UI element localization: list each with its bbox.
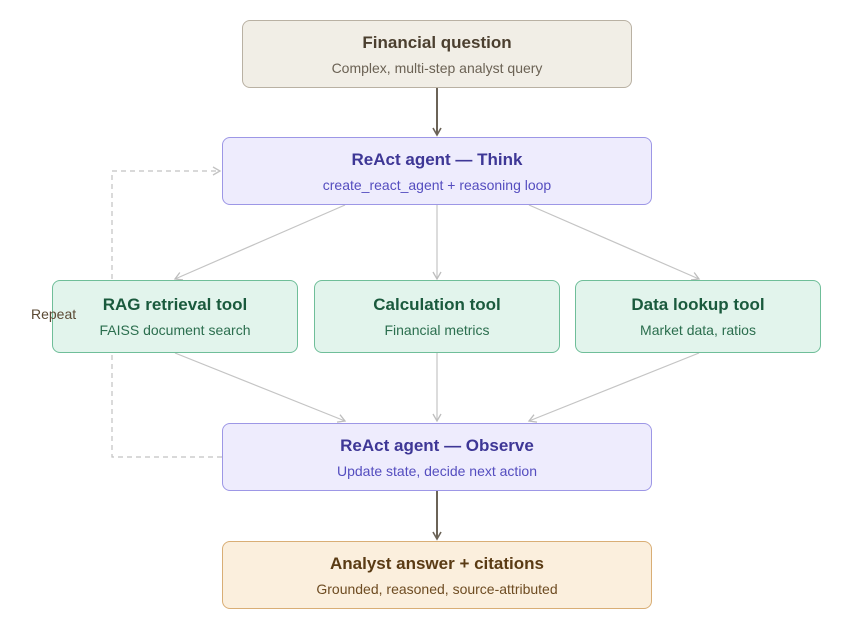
node-title: ReAct agent — Think xyxy=(351,149,523,169)
node-calculation-tool: Calculation tool Financial metrics xyxy=(314,280,560,353)
node-subtitle: Grounded, reasoned, source-attributed xyxy=(316,580,558,597)
node-subtitle: FAISS document search xyxy=(99,322,251,338)
node-react-observe: ReAct agent — Observe Update state, deci… xyxy=(222,423,652,491)
node-title: Financial question xyxy=(362,32,512,52)
node-title: Analyst answer + citations xyxy=(330,553,544,573)
node-subtitle: create_react_agent + reasoning loop xyxy=(322,176,552,193)
node-react-think: ReAct agent — Think create_react_agent +… xyxy=(222,137,652,205)
edge-rag-to-observe xyxy=(174,352,347,423)
node-analyst-answer: Analyst answer + citations Grounded, rea… xyxy=(222,541,652,609)
node-subtitle: Update state, decide next action xyxy=(336,462,538,479)
node-subtitle: Complex, multi-step analyst query xyxy=(331,59,543,76)
node-title: Calculation tool xyxy=(373,295,501,314)
edge-think-to-data xyxy=(528,204,701,281)
edge-think-to-rag xyxy=(173,204,346,281)
node-title: ReAct agent — Observe xyxy=(340,435,534,455)
node-rag-retrieval-tool: RAG retrieval tool FAISS document search xyxy=(52,280,298,353)
edge-data-to-observe xyxy=(527,352,700,423)
node-title: RAG retrieval tool xyxy=(102,295,248,314)
repeat-loop-label: Repeat xyxy=(31,306,77,322)
node-data-lookup-tool: Data lookup tool Market data, ratios xyxy=(575,280,821,353)
node-subtitle: Market data, ratios xyxy=(640,322,756,338)
node-title: Data lookup tool xyxy=(631,295,765,314)
node-subtitle: Financial metrics xyxy=(384,322,490,338)
node-financial-question: Financial question Complex, multi-step a… xyxy=(242,20,632,88)
